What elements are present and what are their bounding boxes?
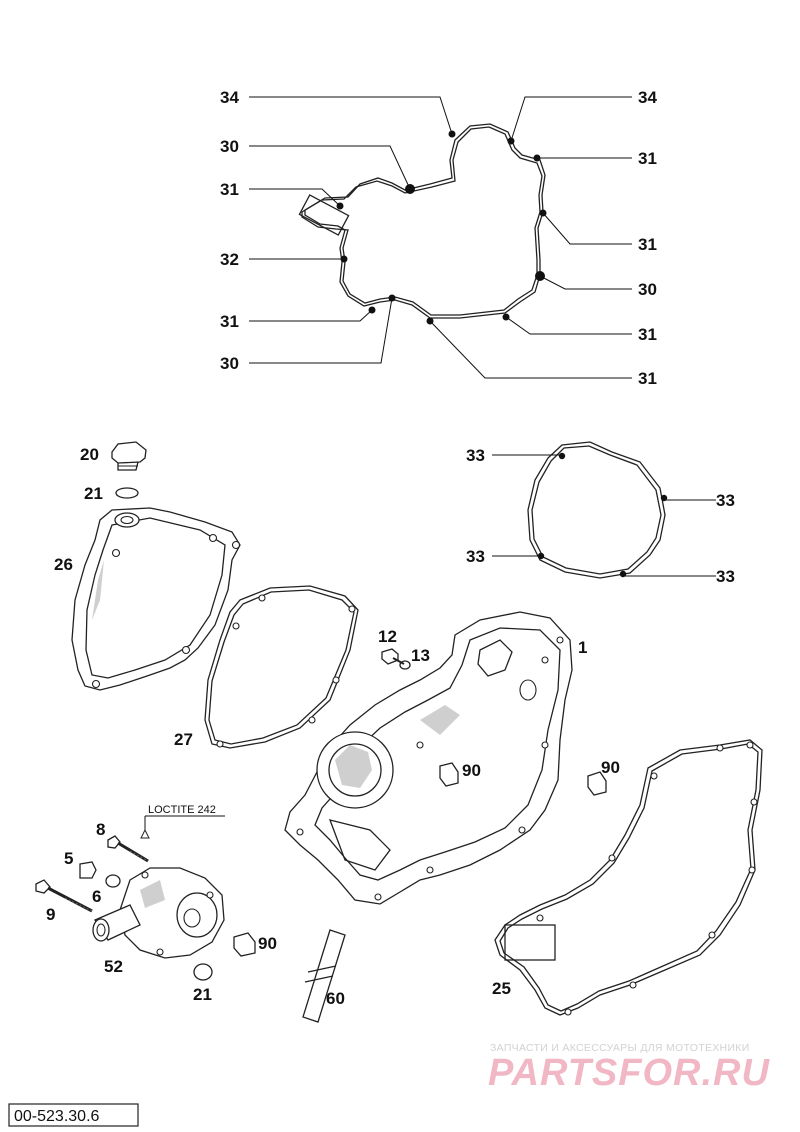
callout-31-left-bottom: 31: [220, 312, 239, 331]
washer-13: [399, 660, 411, 670]
callout-33-bottom-right: 33: [716, 567, 735, 586]
callout-32: 32: [220, 250, 239, 269]
callout-5: 5: [64, 849, 73, 868]
callout-labels: 34 34 30 31 31 31 32 30 31 31 30 31 20 2…: [46, 88, 735, 1008]
callout-20: 20: [80, 445, 99, 464]
watermark-tagline: ЗАПЧАСТИ И АКСЕССУАРЫ ДЛЯ МОТОТЕХНИКИ: [490, 1042, 750, 1054]
callout-31-right-lower: 31: [638, 325, 657, 344]
oil-filler-plug-20: [111, 441, 147, 471]
hose-60: [302, 929, 346, 1023]
callout-12: 12: [378, 627, 397, 646]
inner-clutch-cover-1: [284, 611, 573, 905]
dowel-90-lower: [233, 932, 256, 957]
callout-33-right: 33: [716, 491, 735, 510]
callout-9: 9: [46, 905, 55, 924]
callout-33-top-left: 33: [466, 446, 485, 465]
callout-52: 52: [104, 957, 123, 976]
callout-26: 26: [54, 555, 73, 574]
callout-31-right-bottom: 31: [638, 369, 657, 388]
callout-6: 6: [92, 887, 101, 906]
gasket-33-leaders: [492, 454, 716, 577]
water-pump-cover-52: [92, 867, 225, 959]
dowel-90-center: [439, 762, 459, 787]
callout-1: 1: [578, 638, 587, 657]
callout-31-left-top: 31: [220, 180, 239, 199]
callout-30-top: 30: [220, 137, 239, 156]
watermark: ЗАПЧАСТИ И АКСЕССУАРЫ ДЛЯ МОТОТЕХНИКИ PA…: [488, 1042, 770, 1094]
callout-90-lower: 90: [258, 934, 277, 953]
callout-21-top: 21: [84, 484, 103, 503]
callout-31-right-mid: 31: [638, 235, 657, 254]
loctite-note: LOCTITE 242: [148, 804, 216, 816]
top-cover-gasket: [298, 123, 547, 325]
callout-60: 60: [326, 989, 345, 1008]
callout-90-right: 90: [601, 758, 620, 777]
screw-5: [79, 861, 97, 879]
reference-code-box: 00-523.30.6: [8, 1103, 139, 1127]
outer-clutch-cover-26: [71, 507, 241, 691]
outer-cover-gasket-27: [204, 585, 359, 749]
dowel-90-right: [587, 771, 607, 796]
callout-21-lower: 21: [193, 985, 212, 1004]
bolt-9: [35, 879, 93, 913]
callout-90-center: 90: [462, 761, 481, 780]
o-ring-21-top: [115, 487, 139, 499]
callout-33-bottom-left: 33: [466, 547, 485, 566]
callout-30-right: 30: [638, 280, 657, 299]
clutch-cover-gasket-25: [494, 739, 763, 1016]
callout-30-bottom: 30: [220, 354, 239, 373]
reference-code: 00-523.30.6: [14, 1108, 100, 1125]
washer-6: [105, 874, 121, 888]
o-ring-21-lower: [193, 963, 213, 981]
callout-31-right-top: 31: [638, 149, 657, 168]
callout-25: 25: [492, 979, 511, 998]
callout-34-left: 34: [220, 88, 239, 107]
loctite-marker: [140, 815, 225, 839]
top-leader-lines: [249, 96, 632, 379]
callout-13: 13: [411, 646, 430, 665]
watermark-brand: PARTSFOR.RU: [488, 1052, 770, 1094]
callout-34-right: 34: [638, 88, 657, 107]
callout-8: 8: [96, 820, 105, 839]
ignition-cover-gasket-33: [527, 441, 668, 579]
callout-27: 27: [174, 730, 193, 749]
bolt-8: [107, 835, 149, 863]
screw-12: [381, 648, 405, 665]
